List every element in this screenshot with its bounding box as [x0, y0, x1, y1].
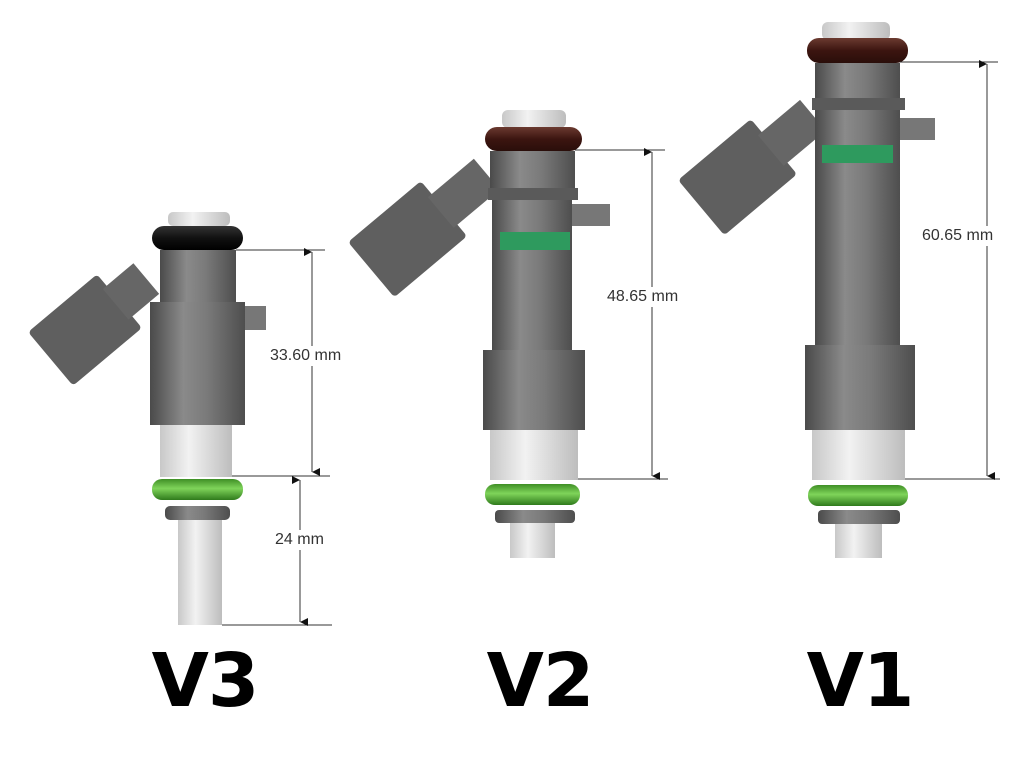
- top-oring: [807, 38, 908, 63]
- connector: [679, 99, 826, 234]
- bottom-oring: [152, 479, 243, 500]
- v1-label: V1: [806, 638, 915, 724]
- injector-v1: [679, 22, 1000, 558]
- injector-v2: [349, 110, 668, 558]
- connector: [29, 263, 160, 385]
- bottom-oring: [808, 485, 908, 506]
- v2-length-dimension: 48.65 mm: [607, 287, 679, 307]
- green-band: [822, 145, 893, 163]
- v3-nozzle-dimension: 24 mm: [275, 530, 324, 550]
- green-band: [500, 232, 570, 250]
- nozzle: [178, 520, 222, 625]
- body: [150, 302, 245, 425]
- v3-label: V3: [151, 638, 260, 724]
- nozzle: [835, 524, 882, 558]
- top-cap: [168, 212, 230, 226]
- sleeve: [812, 430, 905, 480]
- v3-length-dimension: 33.60 mm: [270, 346, 342, 366]
- v1-length-dimension: 60.65 mm: [922, 226, 994, 246]
- top-cap: [822, 22, 890, 40]
- sleeve: [160, 425, 232, 477]
- top-cap: [502, 110, 566, 128]
- v2-label: V2: [486, 638, 595, 724]
- bottom-oring: [485, 484, 580, 505]
- body: [492, 200, 572, 350]
- injector-v3: [29, 212, 332, 626]
- nozzle: [510, 523, 555, 558]
- connector: [349, 158, 500, 296]
- sleeve: [490, 430, 578, 480]
- top-oring: [152, 226, 243, 250]
- top-oring: [485, 127, 582, 151]
